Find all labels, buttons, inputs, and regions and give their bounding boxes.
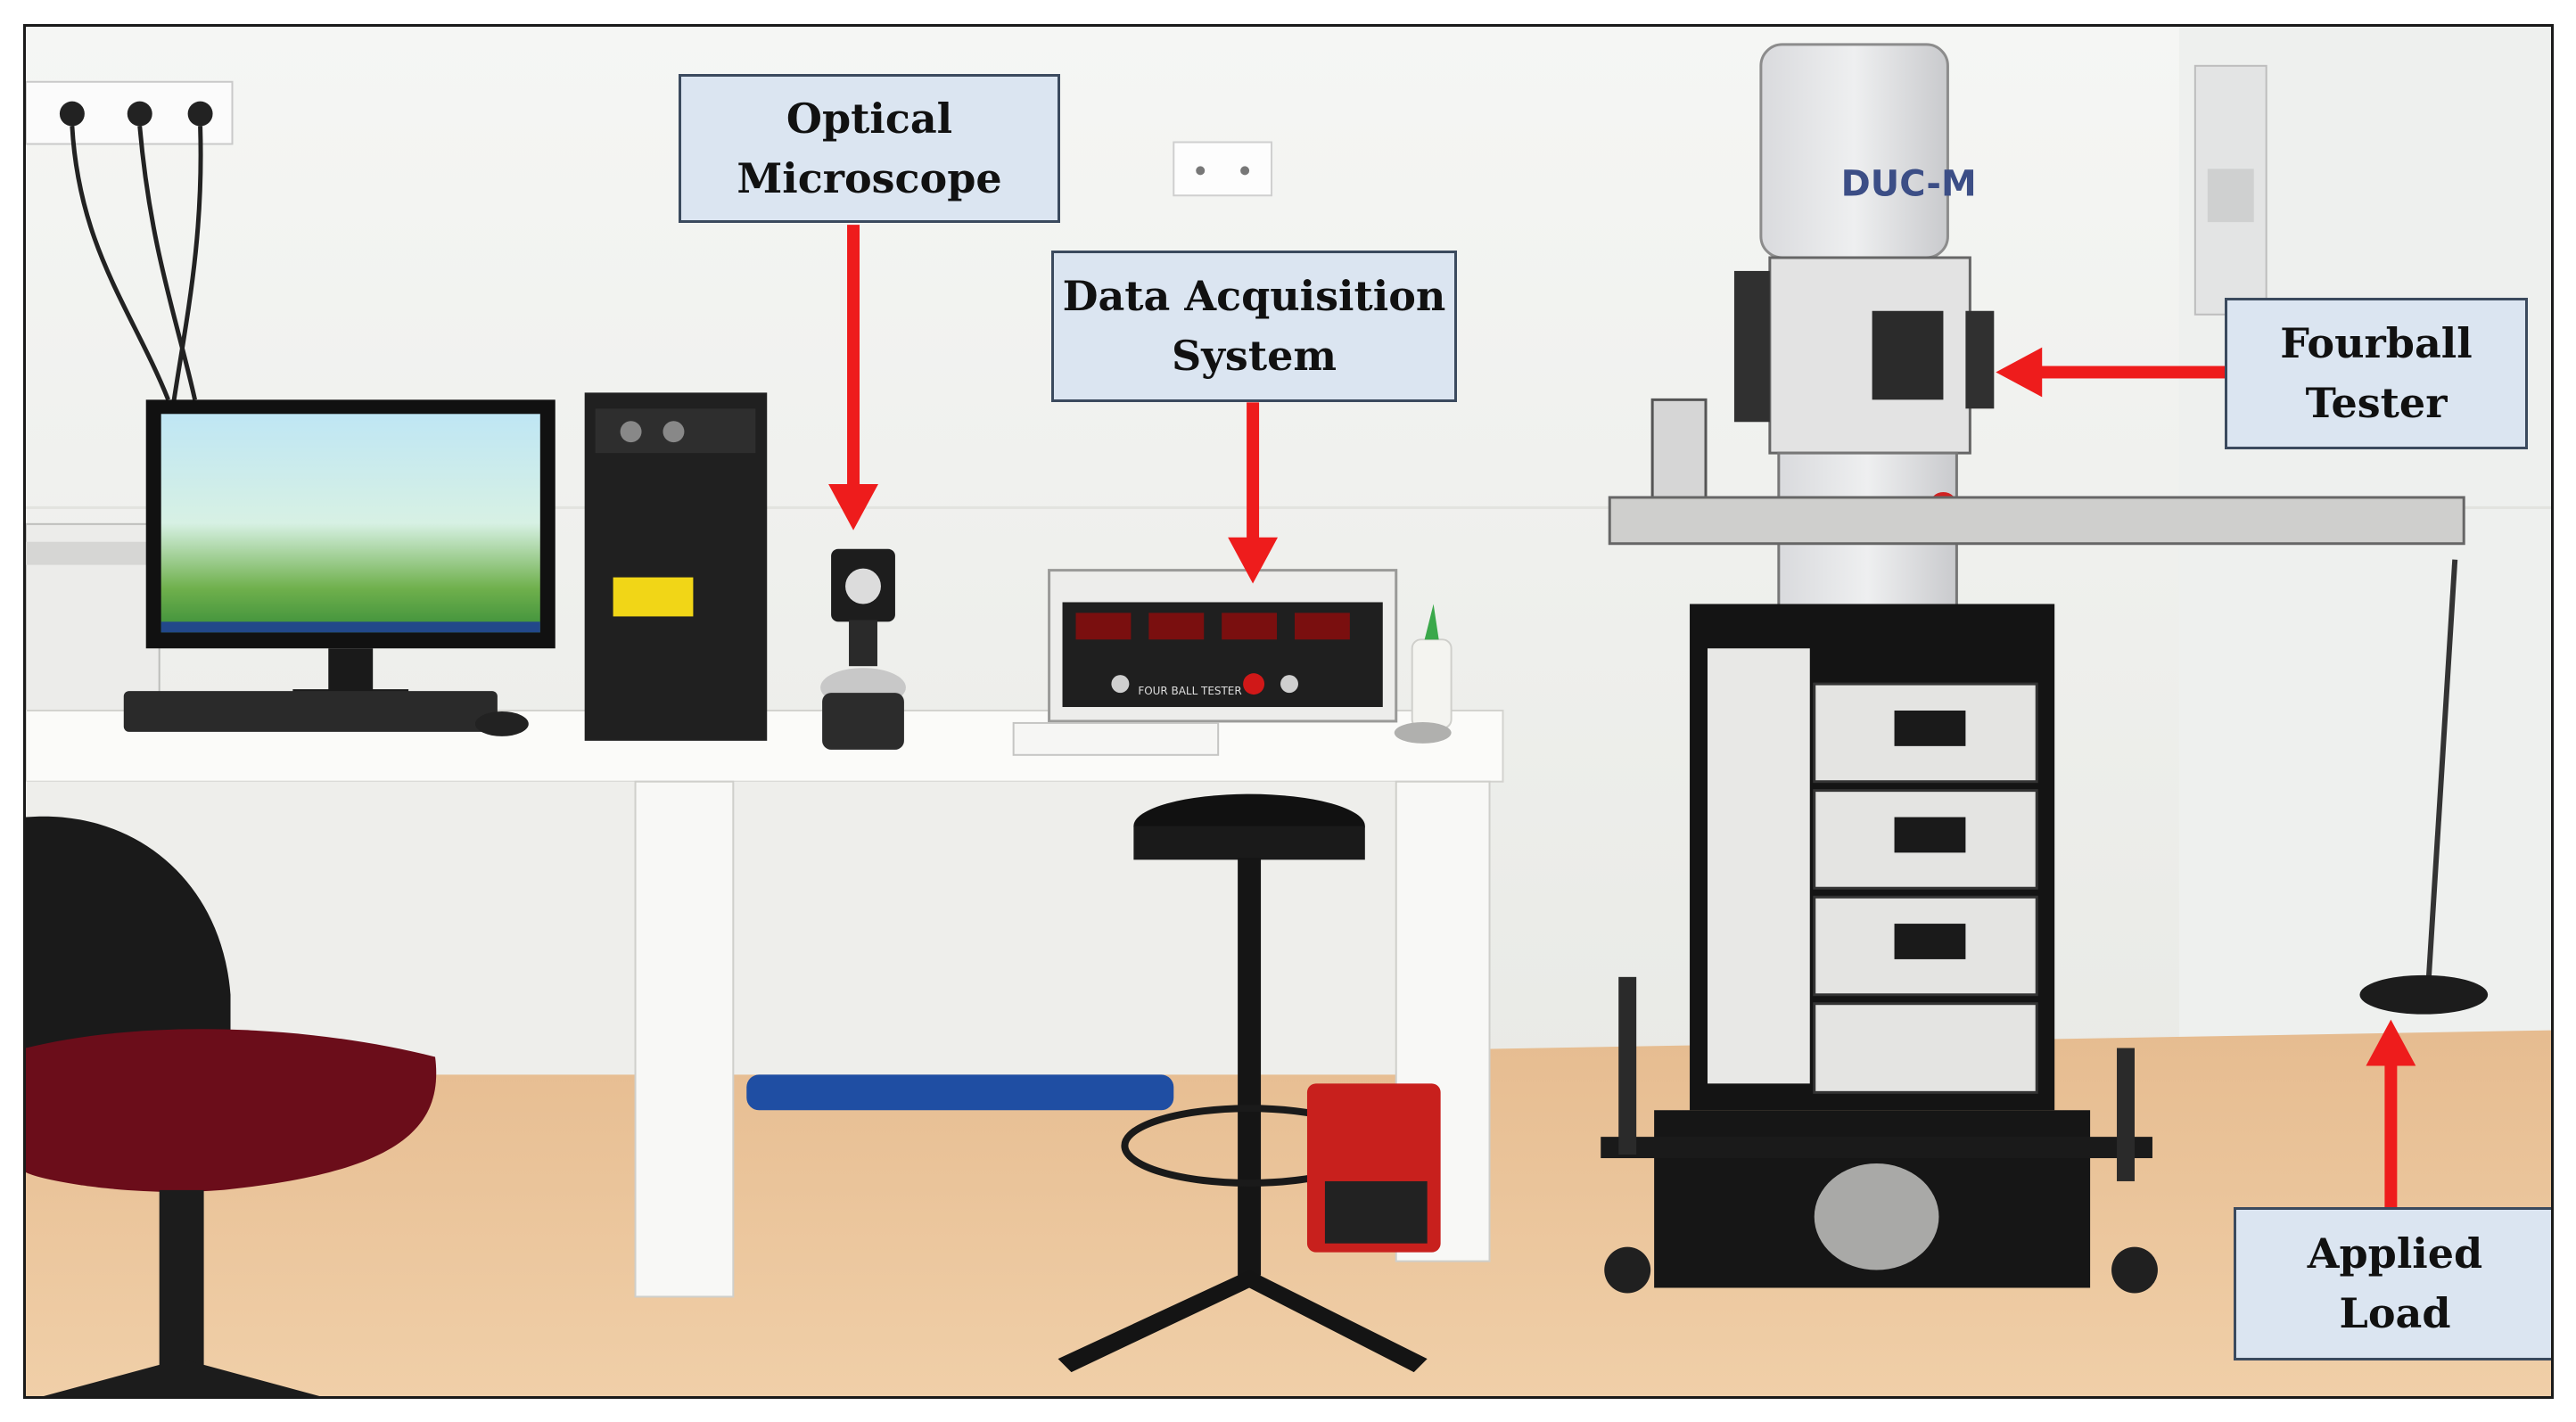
- arrows: [828, 225, 2416, 1215]
- lab-photo: FOUR BALL TESTER: [26, 27, 2551, 1396]
- lab-stool: [1058, 793, 1428, 1373]
- fourball-tester-machine: DUC-M: [1601, 43, 2489, 1294]
- wall-socket-left: [26, 80, 234, 409]
- data-acquisition-unit: FOUR BALL TESTER: [1012, 569, 1398, 756]
- office-chair: [26, 816, 437, 1396]
- optical-microscope: [820, 548, 906, 750]
- printer: [26, 522, 160, 720]
- oil-bottle: [1394, 604, 1453, 744]
- photo-frame: FOUR BALL TESTER: [23, 24, 2554, 1399]
- wall-panel-right: [2193, 64, 2267, 316]
- arrow-to-applied-load: [2366, 1019, 2416, 1215]
- computer-monitor: [123, 399, 556, 736]
- wall-socket-center: [1173, 141, 1273, 197]
- arrow-to-data-acquisition: [1228, 402, 1279, 584]
- panel-caption: FOUR BALL TESTER: [1138, 685, 1241, 697]
- arrow-to-microscope: [828, 225, 878, 530]
- computer-tower: [584, 392, 768, 741]
- label-data-acquisition-system: Data Acquisition System: [1051, 251, 1457, 402]
- label-fourball-tester: Fourball Tester: [2225, 298, 2528, 449]
- floor-case: [1306, 1083, 1441, 1253]
- label-applied-load: Applied Load: [2234, 1207, 2551, 1360]
- device-brand-text: DUC-M: [1841, 163, 1977, 204]
- arrow-to-fourball-tester: [1996, 347, 2238, 398]
- label-optical-microscope: Optical Microscope: [679, 74, 1060, 223]
